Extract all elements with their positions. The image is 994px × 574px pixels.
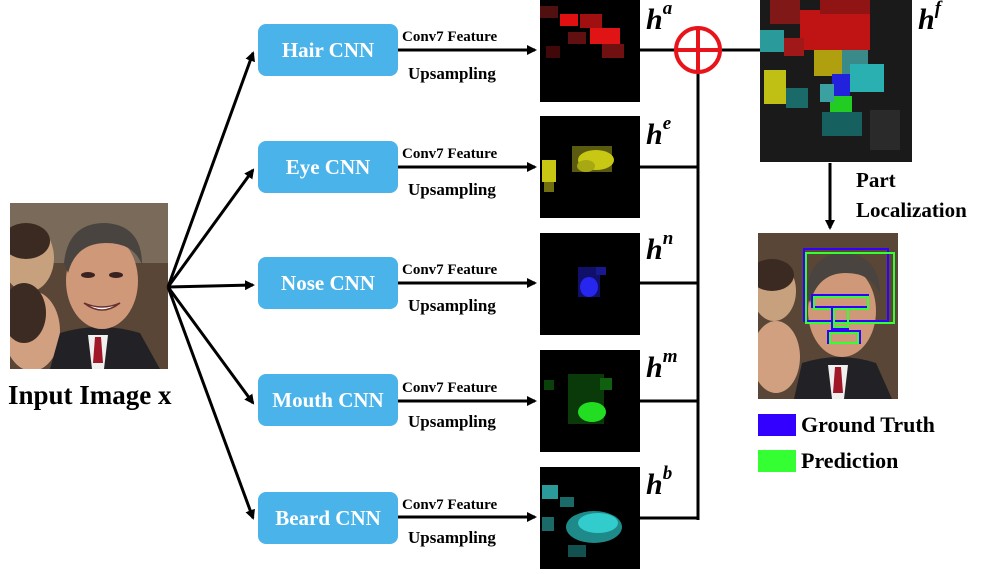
hair-upsampling-label: Upsampling <box>408 64 496 83</box>
beard-heatmap <box>540 467 640 569</box>
fan-arrow-hair <box>166 51 255 288</box>
mouth-cnn-box: Mouth CNN <box>258 374 398 426</box>
legend-label-prediction: Prediction <box>801 448 899 473</box>
eye-heatmap <box>540 116 640 218</box>
beard-upsampling-label: Upsampling <box>408 528 496 547</box>
output-face-photo <box>758 233 898 399</box>
h-a-label: ha <box>646 0 673 36</box>
h-m-label: hm <box>646 346 678 384</box>
legend-label-ground-truth: Ground Truth <box>801 412 935 437</box>
eye-feature-label: Conv7 Feature <box>402 146 498 162</box>
nose-cnn-box: Nose CNN <box>258 257 398 309</box>
mouth-upsampling-label: Upsampling <box>408 412 496 431</box>
hair-feature-label: Conv7 Feature <box>402 29 498 45</box>
fan-arrow-nose <box>167 280 255 291</box>
hair-heatmap <box>540 0 640 102</box>
input-face-photo <box>10 203 168 369</box>
nose-heatmap <box>540 233 640 335</box>
part-label: Part <box>856 168 896 192</box>
beard-feature-label: Conv7 Feature <box>402 497 498 513</box>
fan-arrow-beard <box>166 286 255 520</box>
beard-cnn-box: Beard CNN <box>258 492 398 544</box>
mouth-heatmap <box>540 350 640 452</box>
eye-cnn-box: Eye CNN <box>258 141 398 193</box>
hair-cnn-box: Hair CNN <box>258 24 398 76</box>
h-b-label: hb <box>646 463 673 501</box>
legend-swatch-prediction <box>758 450 796 472</box>
sum-node <box>674 26 722 74</box>
fan-arrow-eye <box>166 168 255 288</box>
nose-feature-label: Conv7 Feature <box>402 262 498 278</box>
fused-heatmap <box>760 0 912 162</box>
nose-upsampling-label: Upsampling <box>408 296 496 315</box>
legend-swatch-ground-truth <box>758 414 796 436</box>
fan-arrow-mouth <box>166 286 255 405</box>
mouth-feature-label: Conv7 Feature <box>402 380 498 396</box>
localization-label: Localization <box>856 198 967 222</box>
h-f-label: hf <box>918 0 942 36</box>
h-e-label: he <box>646 113 672 151</box>
input-image-label: Input Image x <box>8 380 172 410</box>
eye-upsampling-label: Upsampling <box>408 180 496 199</box>
h-n-label: hn <box>646 228 674 266</box>
